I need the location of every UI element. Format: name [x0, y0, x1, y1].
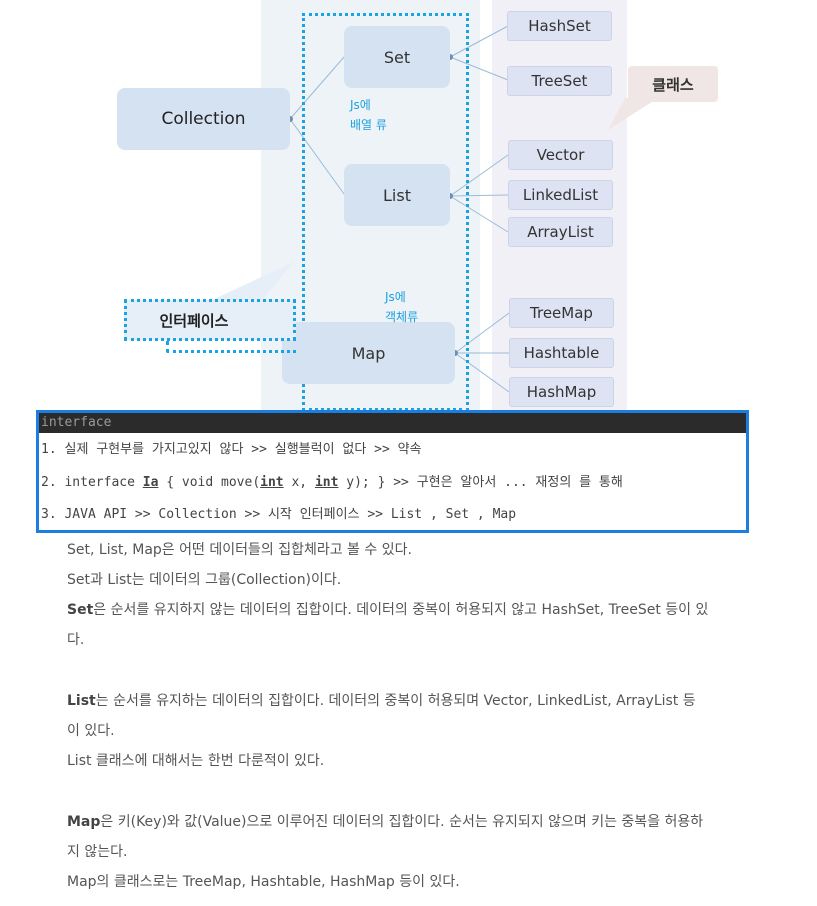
code-block: interface 1. 실제 구현부를 가지고있지 않다 >> 실행블럭이 없…	[36, 410, 749, 533]
interface-callout: 인터페이스	[124, 299, 264, 341]
interface-callout-label: 인터페이스	[159, 311, 229, 330]
code-line-1: 1. 실제 구현부를 가지고있지 않다 >> 실행블럭이 없다 >> 약속	[41, 442, 422, 457]
code-line-2-c: x,	[283, 475, 315, 490]
class-hashtable: Hashtable	[509, 338, 614, 368]
paragraph-6-bold: Map	[67, 814, 101, 830]
class-callout-label: 클래스	[652, 75, 694, 94]
interface-callout-frame	[124, 299, 296, 341]
paragraph-6-wrap: 지 않는다.	[67, 844, 128, 860]
array-note: Js에 배열 류	[350, 95, 387, 135]
class-callout: 클래스	[628, 66, 718, 102]
map-label: Map	[351, 343, 386, 363]
interface-frame	[302, 13, 469, 411]
list-node: List	[344, 164, 450, 226]
class-treemap: TreeMap	[509, 298, 614, 328]
class-hashtable-label: Hashtable	[523, 344, 600, 362]
paragraph-6: Map은 키(Key)와 값(Value)으로 이루어진 데이터의 집합이다. …	[67, 807, 777, 837]
collection-label: Collection	[161, 109, 246, 129]
array-note-line1: Js에	[350, 98, 371, 112]
class-vector-label: Vector	[536, 146, 585, 164]
paragraph-1: Set, List, Map은 어떤 데이터들의 집합체라고 볼 수 있다.	[67, 542, 412, 558]
set-node: Set	[344, 26, 450, 88]
object-note-line1: Js에	[385, 290, 406, 304]
code-line-2-b: { void move(	[158, 475, 261, 490]
paragraph-4-bold: List	[67, 693, 96, 709]
interface-callout-tail-frame	[166, 341, 296, 353]
class-hashmap: HashMap	[509, 377, 614, 407]
class-arraylist-label: ArrayList	[527, 223, 594, 241]
paragraph-3: Set은 순서를 유지하지 않는 데이터의 집합이다. 데이터의 중복이 허용되…	[67, 595, 777, 625]
map-node: Map	[282, 322, 455, 384]
object-note: Js에 객체류	[385, 287, 418, 327]
paragraph-5: List 클래스에 대해서는 한번 다룬적이 있다.	[67, 753, 325, 769]
code-line-2-int1: int	[260, 475, 284, 490]
class-arraylist: ArrayList	[508, 217, 613, 247]
list-label: List	[383, 185, 411, 205]
class-treeset: TreeSet	[507, 66, 612, 96]
class-hashmap-label: HashMap	[526, 383, 597, 401]
class-linkedlist: LinkedList	[508, 180, 613, 210]
code-line-2-a: 2. interface	[41, 475, 143, 490]
interface-callout-bg	[124, 300, 296, 340]
paragraph-3-wrap: 다.	[67, 632, 85, 648]
paragraph-2: Set과 List는 데이터의 그룹(Collection)이다.	[67, 572, 342, 588]
collection-node: Collection	[117, 88, 290, 150]
class-vector: Vector	[508, 140, 613, 170]
class-treemap-label: TreeMap	[530, 304, 593, 322]
paragraph-4-rest: 는 순서를 유지하는 데이터의 집합이다. 데이터의 중복이 허용되며 Vect…	[95, 693, 696, 709]
array-note-line2: 배열 류	[350, 118, 387, 132]
class-hashset-label: HashSet	[528, 17, 591, 35]
set-label: Set	[383, 47, 411, 67]
class-linkedlist-label: LinkedList	[522, 186, 599, 204]
code-line-2-int2: int	[314, 475, 339, 490]
interface-callout-tail	[212, 262, 294, 300]
object-note-line2: 객체류	[385, 310, 419, 324]
paragraph-3-bold: Set	[67, 602, 94, 618]
paragraph-3-rest: 은 순서를 유지하지 않는 데이터의 집합이다. 데이터의 중복이 허용되지 않…	[93, 602, 709, 618]
code-line-3: 3. JAVA API >> Collection >> 시작 인터페이스 >>…	[41, 507, 517, 522]
diagram-connectors	[212, 25, 655, 393]
class-hashset: HashSet	[507, 11, 612, 41]
code-line-2-d: y); } >> 구현은 알아서 ... 재정의 를 통해	[338, 475, 623, 490]
code-line-2: 2. interface Ia { void move(int x, int y…	[39, 466, 746, 499]
paragraph-4-wrap: 이 있다.	[67, 723, 115, 739]
code-header: interface	[39, 413, 746, 433]
paragraph-6-rest: 은 키(Key)와 값(Value)으로 이루어진 데이터의 집합이다. 순서는…	[100, 814, 704, 830]
class-treeset-label: TreeSet	[531, 72, 588, 90]
paragraph-7: Map의 클래스로는 TreeMap, Hashtable, HashMap 등…	[67, 874, 460, 890]
class-callout-tail	[608, 98, 655, 130]
code-line-2-ia: Ia	[142, 475, 159, 490]
paragraph-4: List는 순서를 유지하는 데이터의 집합이다. 데이터의 중복이 허용되며 …	[67, 686, 777, 716]
